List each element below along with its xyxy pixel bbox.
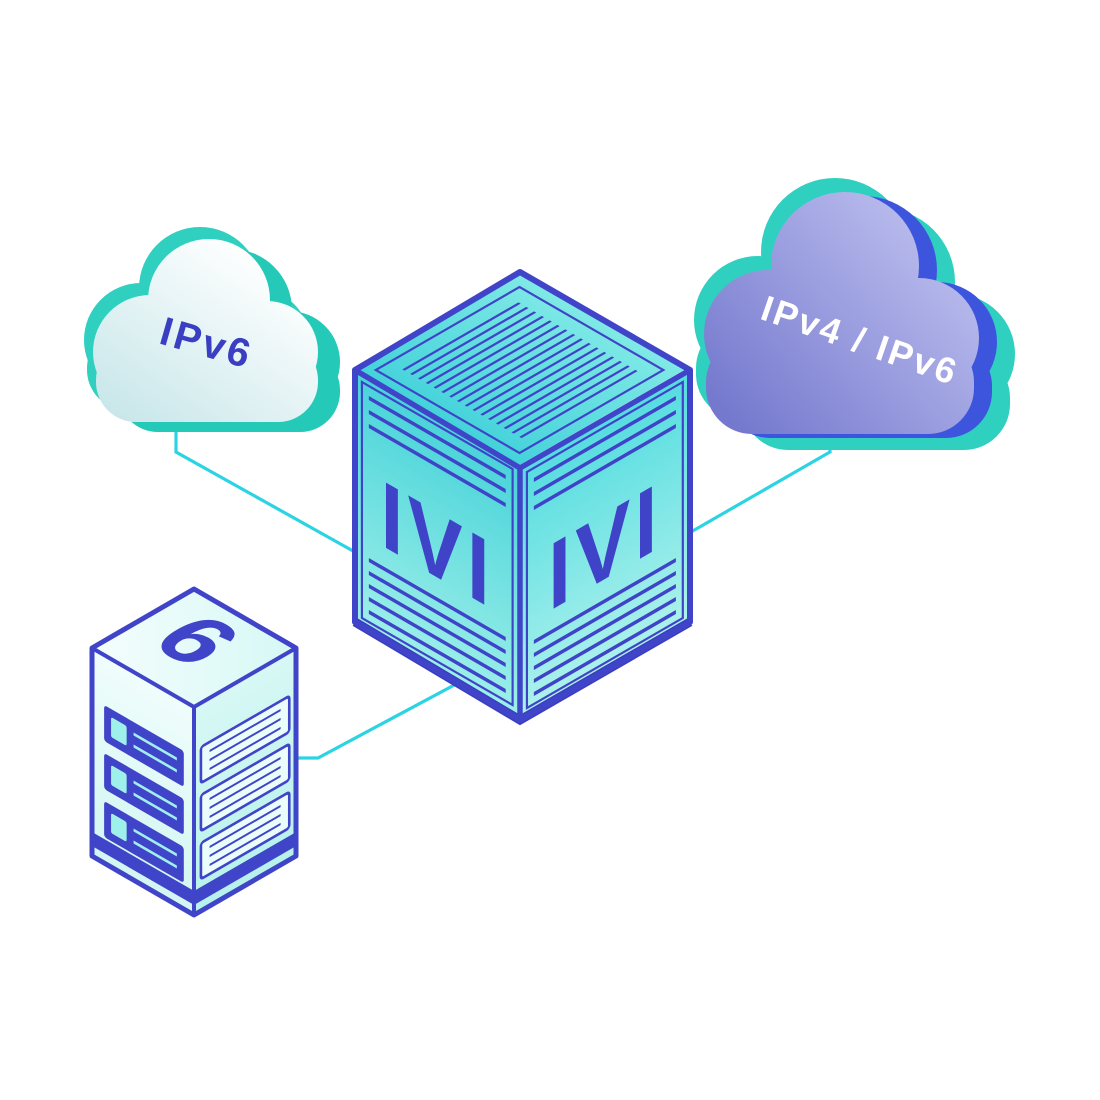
cube-right-face: IVI xyxy=(520,370,690,720)
server-left-face xyxy=(92,648,195,915)
server-tray-lines xyxy=(209,804,281,867)
cube-left-face-fill xyxy=(355,370,520,717)
server-tray-lines xyxy=(209,756,281,819)
cube-top-inset-border xyxy=(373,285,666,455)
cube-right-inset-border xyxy=(525,380,684,710)
server-bay-led xyxy=(111,765,127,794)
server-bay-vents xyxy=(133,732,177,773)
server-bay-led xyxy=(111,717,127,746)
server-left-base-band xyxy=(92,832,195,905)
server-inner-edges xyxy=(90,646,298,915)
server-right-face xyxy=(194,648,297,915)
cube-left-inset-border xyxy=(360,380,514,707)
right-cloud-node: IPv4 / IPv6 xyxy=(694,178,1015,450)
cube-right-bottom-stripes xyxy=(533,558,676,696)
cube-right-face-fill xyxy=(520,370,690,720)
cube-left-bottom-stripes xyxy=(368,558,506,693)
server-rack-node: 6 xyxy=(89,586,299,918)
server-bay-vents xyxy=(133,780,177,821)
cube-inner-edges xyxy=(353,367,692,720)
server-tray-lines xyxy=(209,708,281,771)
cube-left-top-stripes xyxy=(368,396,506,507)
cube-right-top-stripes xyxy=(533,396,676,510)
translator-cube-node: IVI IVI xyxy=(352,269,693,726)
left-cloud-node: IPv6 xyxy=(84,227,340,432)
cube-left-face: IVI xyxy=(355,370,520,717)
server-bay-vents xyxy=(133,828,177,869)
server-right-base-band xyxy=(194,832,297,905)
server-bay-led xyxy=(111,813,127,842)
cube-top-stripes xyxy=(402,302,638,439)
